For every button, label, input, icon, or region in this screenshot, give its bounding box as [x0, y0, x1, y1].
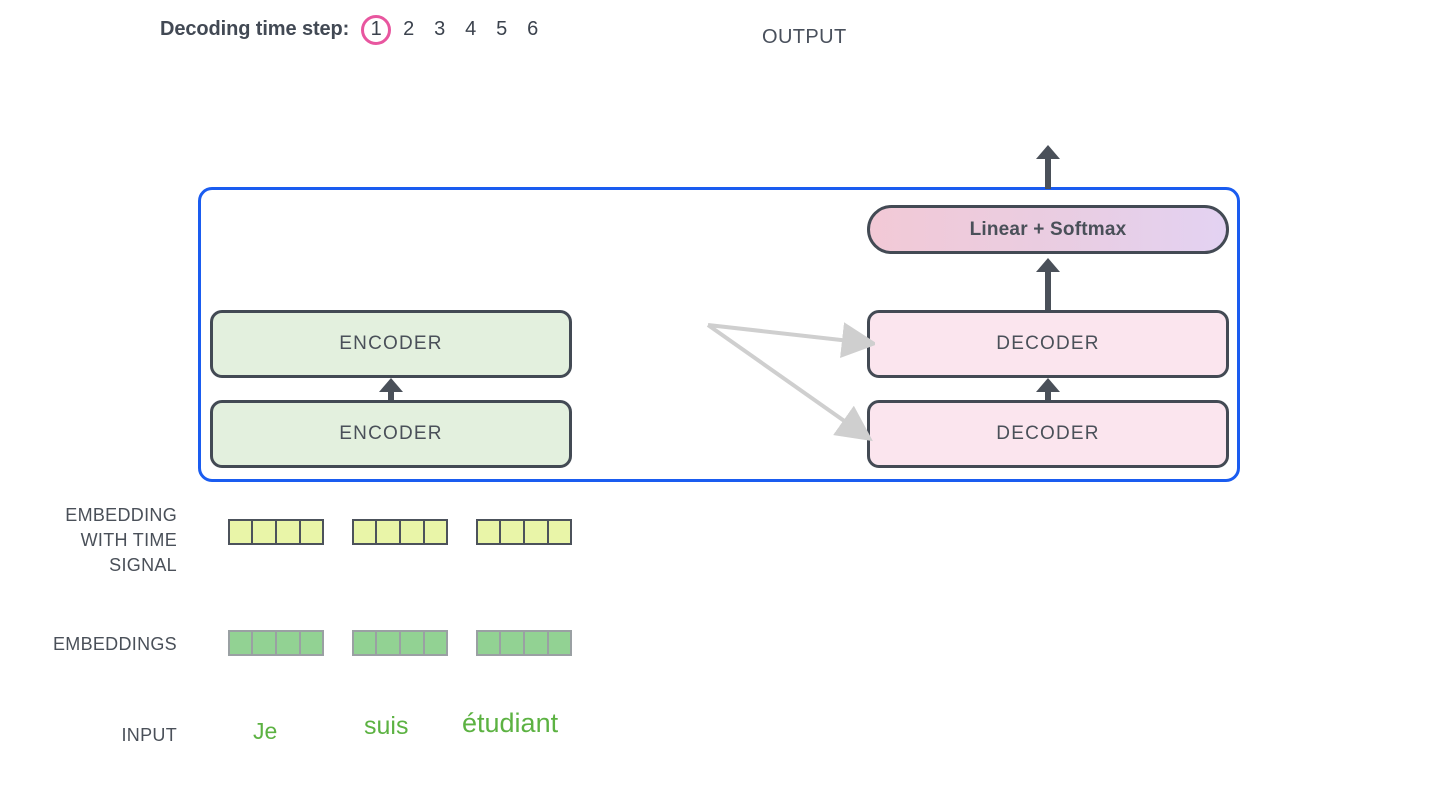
vector-cell: [400, 519, 424, 545]
vector-cell: [476, 519, 500, 545]
arrow-decoder-to-decoder-icon: [1036, 378, 1060, 400]
decoding-timestep-label: Decoding time step:: [160, 18, 350, 40]
decoder-block-top[interactable]: DECODER: [867, 310, 1229, 378]
vector-cell: [252, 519, 276, 545]
vector-cell: [276, 630, 300, 656]
arrow-head: [1036, 378, 1060, 392]
row-label-embeddings: EMBEDDINGS: [52, 634, 177, 654]
vector-cell: [252, 630, 276, 656]
arrow-shaft: [1045, 387, 1051, 400]
linear-softmax-block[interactable]: Linear + Softmax: [867, 205, 1229, 254]
input-token-1: Je: [253, 718, 278, 744]
encoder-block-top[interactable]: ENCODER: [210, 310, 572, 378]
arrow-softmax-to-output-icon: [1036, 145, 1060, 189]
row-label-input: INPUT: [121, 725, 177, 745]
vector-cell: [400, 630, 424, 656]
row-label-time-signal: EMBEDDING WITH TIME SIGNAL: [0, 503, 177, 578]
vector-cell: [548, 630, 572, 656]
input-token-2: suis: [364, 712, 409, 740]
timestep-value-1: 1: [370, 18, 382, 40]
timestep-option-3[interactable]: 3: [434, 18, 446, 40]
row-label-line: WITH TIME: [80, 530, 177, 550]
row-label-line: SIGNAL: [109, 555, 177, 575]
vector-cell: [300, 630, 324, 656]
timestep-option-2[interactable]: 2: [403, 18, 415, 40]
vector-cell: [500, 630, 524, 656]
transformer-model-container: [198, 187, 1240, 482]
row-label-line: EMBEDDING: [65, 505, 177, 525]
vector-cell: [524, 630, 548, 656]
timestep-option-5[interactable]: 5: [496, 18, 508, 40]
vector-cell: [228, 630, 252, 656]
output-label: OUTPUT: [762, 26, 847, 48]
arrow-head: [379, 378, 403, 392]
vector-cell: [424, 630, 448, 656]
decoding-timestep-bar: Decoding time step: 1 2 3 4 5 6: [160, 14, 548, 45]
decoder-block-bottom[interactable]: DECODER: [867, 400, 1229, 468]
arrow-shaft: [1045, 154, 1051, 189]
vector-cell: [376, 519, 400, 545]
time-signal-vector-3: [476, 519, 572, 545]
vector-cell: [376, 630, 400, 656]
arrow-shaft: [388, 387, 394, 400]
timestep-option-6[interactable]: 6: [527, 18, 539, 40]
arrow-encoder-to-encoder-icon: [379, 378, 403, 400]
timestep-option-1[interactable]: 1: [359, 14, 393, 45]
vector-cell: [524, 519, 548, 545]
embedding-vector-2: [352, 630, 448, 656]
vector-cell: [352, 519, 376, 545]
arrow-shaft: [1045, 267, 1051, 310]
vector-cell: [228, 519, 252, 545]
vector-cell: [548, 519, 572, 545]
vector-cell: [276, 519, 300, 545]
timestep-option-4[interactable]: 4: [465, 18, 477, 40]
vector-cell: [424, 519, 448, 545]
encoder-decoder-attention-arrows-icon: [706, 322, 875, 442]
embedding-vector-3: [476, 630, 572, 656]
time-signal-vector-1: [228, 519, 324, 545]
active-step-ring-icon: [361, 14, 392, 45]
arrow-decoder-to-softmax-icon: [1036, 258, 1060, 310]
time-signal-vector-2: [352, 519, 448, 545]
vector-cell: [352, 630, 376, 656]
embedding-vector-1: [228, 630, 324, 656]
vector-cell: [476, 630, 500, 656]
arrow-head: [1036, 258, 1060, 272]
encoder-block-bottom[interactable]: ENCODER: [210, 400, 572, 468]
input-token-3: étudiant: [462, 708, 559, 738]
vector-cell: [500, 519, 524, 545]
arrow-head: [1036, 145, 1060, 159]
vector-cell: [300, 519, 324, 545]
